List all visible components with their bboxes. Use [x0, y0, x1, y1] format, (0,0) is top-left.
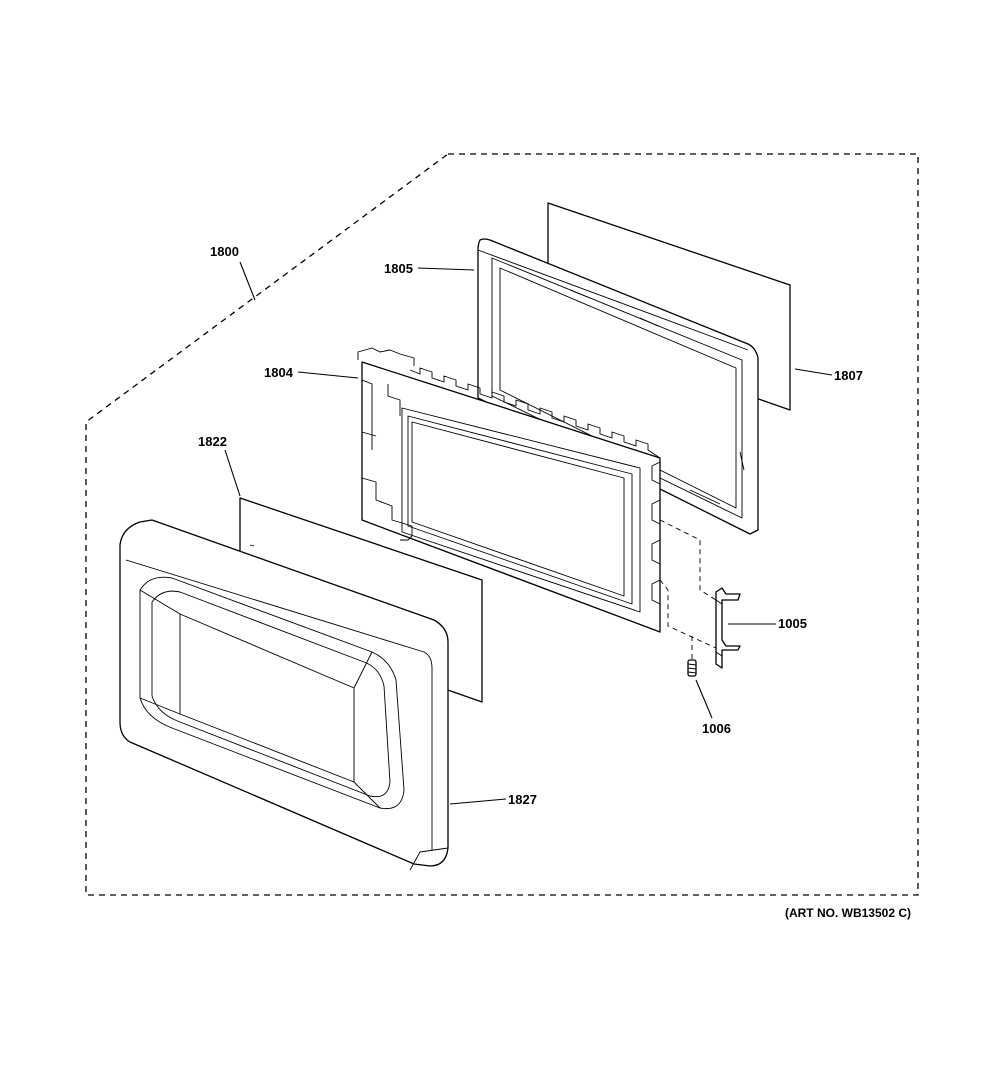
label-1805: 1805 — [384, 261, 413, 276]
label-1822: 1822 — [198, 434, 227, 449]
label-1006: 1006 — [702, 721, 731, 736]
label-1800: 1800 — [210, 244, 239, 259]
label-1005: 1005 — [778, 616, 807, 631]
rear-frame — [477, 238, 759, 535]
inner-panel — [357, 347, 661, 633]
latch-alignment-lines — [659, 519, 717, 660]
front-door-frame — [119, 519, 449, 871]
label-1827: 1827 — [508, 792, 537, 807]
label-1807: 1807 — [834, 368, 863, 383]
art-number: (ART NO. WB13502 C) — [785, 906, 911, 920]
label-1804: 1804 — [264, 365, 294, 380]
spring — [687, 659, 697, 677]
leader-lines — [224, 261, 833, 805]
latch-hooks — [715, 587, 741, 669]
